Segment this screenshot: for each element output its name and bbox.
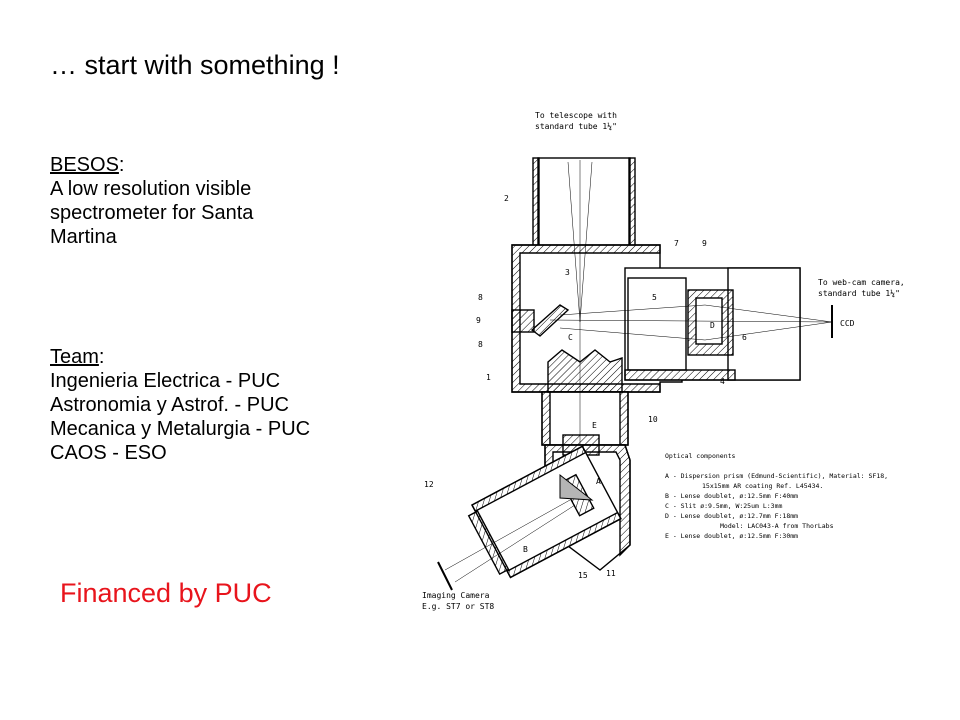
besos-heading-text: BESOS [50,154,119,176]
components-row: Model: LAC043-A from ThorLabs [720,522,834,530]
neck-collar [547,349,623,393]
spectrometer-drawing: CCD To telescope with standard tube 1¼" … [422,111,905,611]
team-heading: Team: [50,345,310,369]
slit-mirror [530,304,570,337]
part-number: 10 [648,415,658,424]
part-number: 1 [486,373,491,382]
components-row: B - Lense doublet, ø:12.5mm F:40mm [665,492,798,500]
team-member: Astronomia y Astrof. - PUC [50,394,289,416]
part-number: 12 [424,480,434,489]
besos-line: A low resolution visible [50,178,252,200]
webcam-tube-outer [727,267,801,381]
neck-wall-right [619,391,629,446]
telescope-tube-wall [532,157,540,247]
part-number: 7 [674,239,679,248]
imaging-focal-line [437,561,453,591]
slide-title: … start with something ! [50,50,340,80]
part-number: 6 [742,333,747,342]
part-number: 4 [720,377,725,386]
part-number: 8 [478,293,483,302]
financed-note: Financed by PUC [60,578,272,608]
ray [579,161,593,323]
imaging-tube-wall [471,445,587,513]
components-row: A - Dispersion prism (Edmund-Scientific)… [665,472,888,480]
ray [559,321,833,341]
components-row: 15x15mm AR coating Ref. L45434. [702,482,823,490]
ccd-label: CCD [840,319,855,328]
imaging-camera-note: Imaging Camera [422,591,490,600]
besos-line: spectrometer for Santa [50,202,254,224]
team-heading-colon: : [98,346,105,368]
part-number: 9 [476,316,481,325]
part-letter: E [592,421,597,430]
telescope-note: standard tube 1¼" [535,122,617,131]
telescope-tube-wall [628,157,636,247]
team-member: Ingenieria Electrica - PUC [50,370,281,392]
imaging-camera-note: E.g. ST7 or ST8 [422,602,494,611]
team-member: Mecanica y Metalurgia - PUC [50,418,311,440]
imaging-tube-end [467,510,510,576]
part-number: 2 [504,194,509,203]
part-letter: B [523,545,528,554]
part-letter: C [568,333,573,342]
ray [454,504,576,583]
webcam-note: To web-cam camera, [818,278,905,287]
besos-heading: BESOS: [50,153,350,177]
team-heading-text: Team [50,346,99,368]
team-member: CAOS - ESO [50,442,167,464]
telescope-tube [537,157,631,247]
part-letter: A [596,477,601,486]
part-number: 3 [565,268,570,277]
part-number: 11 [606,569,616,578]
part-number: 8 [478,340,483,349]
team-section: Team: Ingenieria Electrica - PUC Astrono… [50,345,310,465]
webcam-note: standard tube 1¼" [818,289,900,298]
dispersion-prism [559,473,594,501]
besos-line: Martina [50,226,117,248]
components-row: D - Lense doublet, ø:12.7mm F:18mm [665,512,798,520]
ray [567,161,581,323]
webcam-adapter [627,277,687,371]
besos-section: BESOS: A low resolution visible spectrom… [50,153,350,249]
components-table-title: Optical components [665,452,736,460]
ray [444,499,571,571]
ray [549,319,833,323]
telescope-note: To telescope with [535,111,617,120]
part-number: 5 [652,293,657,302]
besos-heading-colon: : [118,154,125,176]
webcam-base [624,369,736,381]
slit-holder [511,309,535,333]
neck-wall-left [541,391,551,446]
part-letter: D [710,321,715,330]
part-number: 9 [702,239,707,248]
ray [559,304,833,323]
part-number: 15 [578,571,588,580]
components-row: C - Slit ø:9.5mm, W:25um L:3mm [665,502,782,510]
imaging-tube-wall [506,511,622,579]
components-row: E - Lense doublet, ø:12.5mm F:30mm [665,532,798,540]
